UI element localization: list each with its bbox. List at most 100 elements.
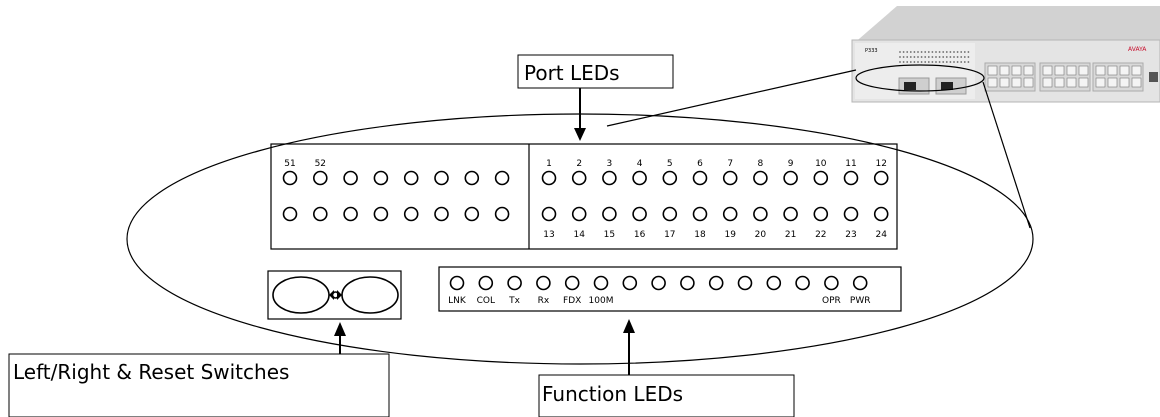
port-number-top: 2 bbox=[576, 159, 582, 169]
port-number-top: 10 bbox=[815, 159, 827, 169]
device-mini-led bbox=[938, 61, 941, 63]
port-led bbox=[602, 206, 617, 222]
port-number-bottom: 23 bbox=[845, 230, 856, 240]
expansion-led bbox=[494, 170, 510, 186]
device-mini-led bbox=[902, 61, 905, 63]
device-mini-led bbox=[935, 61, 937, 63]
device-rj45-jack bbox=[1078, 65, 1089, 76]
expansion-led bbox=[282, 170, 298, 186]
device-mini-led bbox=[949, 61, 952, 63]
device-mini-led bbox=[909, 51, 912, 53]
zoom-line-right bbox=[982, 81, 1031, 229]
device-rj45-jack bbox=[1107, 77, 1118, 88]
device-mini-led bbox=[906, 51, 909, 53]
device-mini-led bbox=[935, 56, 937, 58]
device-mini-led bbox=[956, 51, 959, 53]
expansion-led bbox=[343, 206, 358, 222]
expansion-port-number: 52 bbox=[315, 159, 326, 169]
function-led-label: COL bbox=[477, 296, 495, 306]
expansion-led bbox=[494, 206, 510, 222]
device-mini-led bbox=[899, 51, 901, 53]
function-led bbox=[852, 275, 868, 291]
port-led bbox=[753, 170, 768, 186]
function-led-label: LNK bbox=[448, 296, 467, 306]
device-mini-led bbox=[917, 61, 919, 63]
device-rj45-jack bbox=[1095, 65, 1106, 76]
switches-panel-frame bbox=[267, 270, 402, 320]
device-mini-led bbox=[917, 56, 919, 58]
callout-switches-arrowhead bbox=[334, 322, 346, 336]
device-mini-led bbox=[924, 56, 927, 58]
function-led-label: Tx bbox=[508, 296, 520, 306]
function-led-label: 100M bbox=[589, 296, 614, 306]
device-mini-led bbox=[960, 56, 963, 58]
device-mini-led bbox=[956, 61, 959, 63]
port-number-bottom: 19 bbox=[724, 230, 736, 240]
callout-function-leds: Function LEDs bbox=[538, 319, 795, 417]
port-number-bottom: 24 bbox=[875, 230, 887, 240]
function-led bbox=[536, 275, 551, 291]
callout-port-leds-label: Port LEDs bbox=[524, 61, 620, 85]
device-mini-led bbox=[949, 56, 952, 58]
port-led bbox=[632, 170, 647, 186]
port-led bbox=[783, 170, 798, 186]
port-led bbox=[843, 170, 859, 186]
device-mini-leds bbox=[899, 51, 970, 63]
function-led-label: PWR bbox=[850, 296, 871, 306]
device-mini-led bbox=[945, 56, 948, 58]
port-number-top: 7 bbox=[727, 159, 733, 169]
device-mini-led bbox=[913, 51, 916, 53]
expansion-led bbox=[464, 206, 480, 222]
device-top-surface bbox=[852, 6, 1160, 45]
port-number-top: 4 bbox=[637, 159, 643, 169]
expansion-led bbox=[434, 206, 449, 222]
callout-port-leds: Port LEDs bbox=[517, 54, 674, 141]
device-mini-led bbox=[906, 61, 909, 63]
switches-panel bbox=[267, 270, 402, 320]
callout-function-leds-box bbox=[538, 374, 795, 417]
callout-switches-label: Left/Right & Reset Switches bbox=[13, 360, 289, 384]
port-number-bottom: 20 bbox=[755, 230, 767, 240]
function-led bbox=[593, 275, 609, 291]
device-mini-led bbox=[942, 51, 945, 53]
device-mini-led bbox=[938, 51, 941, 53]
device-mini-led bbox=[945, 51, 948, 53]
port-number-bottom: 18 bbox=[694, 230, 706, 240]
callout-port-leds-arrowhead bbox=[574, 128, 586, 141]
port-led bbox=[662, 170, 678, 186]
device-console-port bbox=[1149, 72, 1158, 82]
device-mini-led bbox=[902, 56, 905, 58]
left-switch-button[interactable] bbox=[272, 276, 330, 314]
device-rj45-ports bbox=[984, 62, 1144, 92]
function-led bbox=[651, 275, 666, 291]
device-brand-logo: AVAYA bbox=[1128, 46, 1147, 53]
device-mini-led bbox=[953, 56, 955, 58]
device-mini-led bbox=[953, 51, 955, 53]
expansion-led bbox=[312, 206, 328, 222]
device-mini-led bbox=[960, 51, 963, 53]
device-rj45-jack bbox=[1023, 65, 1034, 76]
device-rj45-jack bbox=[1131, 77, 1142, 88]
expansion-led bbox=[434, 170, 449, 186]
device-mini-led bbox=[920, 61, 923, 63]
function-led bbox=[564, 275, 580, 291]
device-mini-led bbox=[931, 56, 934, 58]
device-mini-led bbox=[967, 61, 970, 63]
port-led bbox=[722, 206, 738, 222]
right-switch-button[interactable] bbox=[341, 276, 399, 314]
port-number-top: 11 bbox=[845, 159, 856, 169]
device-mini-led bbox=[906, 56, 909, 58]
device-mini-led bbox=[920, 56, 923, 58]
device-rj45-jack bbox=[1131, 65, 1142, 76]
function-led bbox=[737, 275, 753, 291]
function-led bbox=[795, 275, 810, 291]
device-rj45-jack bbox=[1023, 77, 1034, 88]
port-led bbox=[571, 206, 587, 222]
device-mini-led bbox=[913, 61, 916, 63]
function-led-label: FDX bbox=[563, 296, 581, 306]
device-mini-led bbox=[899, 56, 901, 58]
port-number-top: 9 bbox=[788, 159, 794, 169]
port-number-bottom: 14 bbox=[573, 230, 585, 240]
